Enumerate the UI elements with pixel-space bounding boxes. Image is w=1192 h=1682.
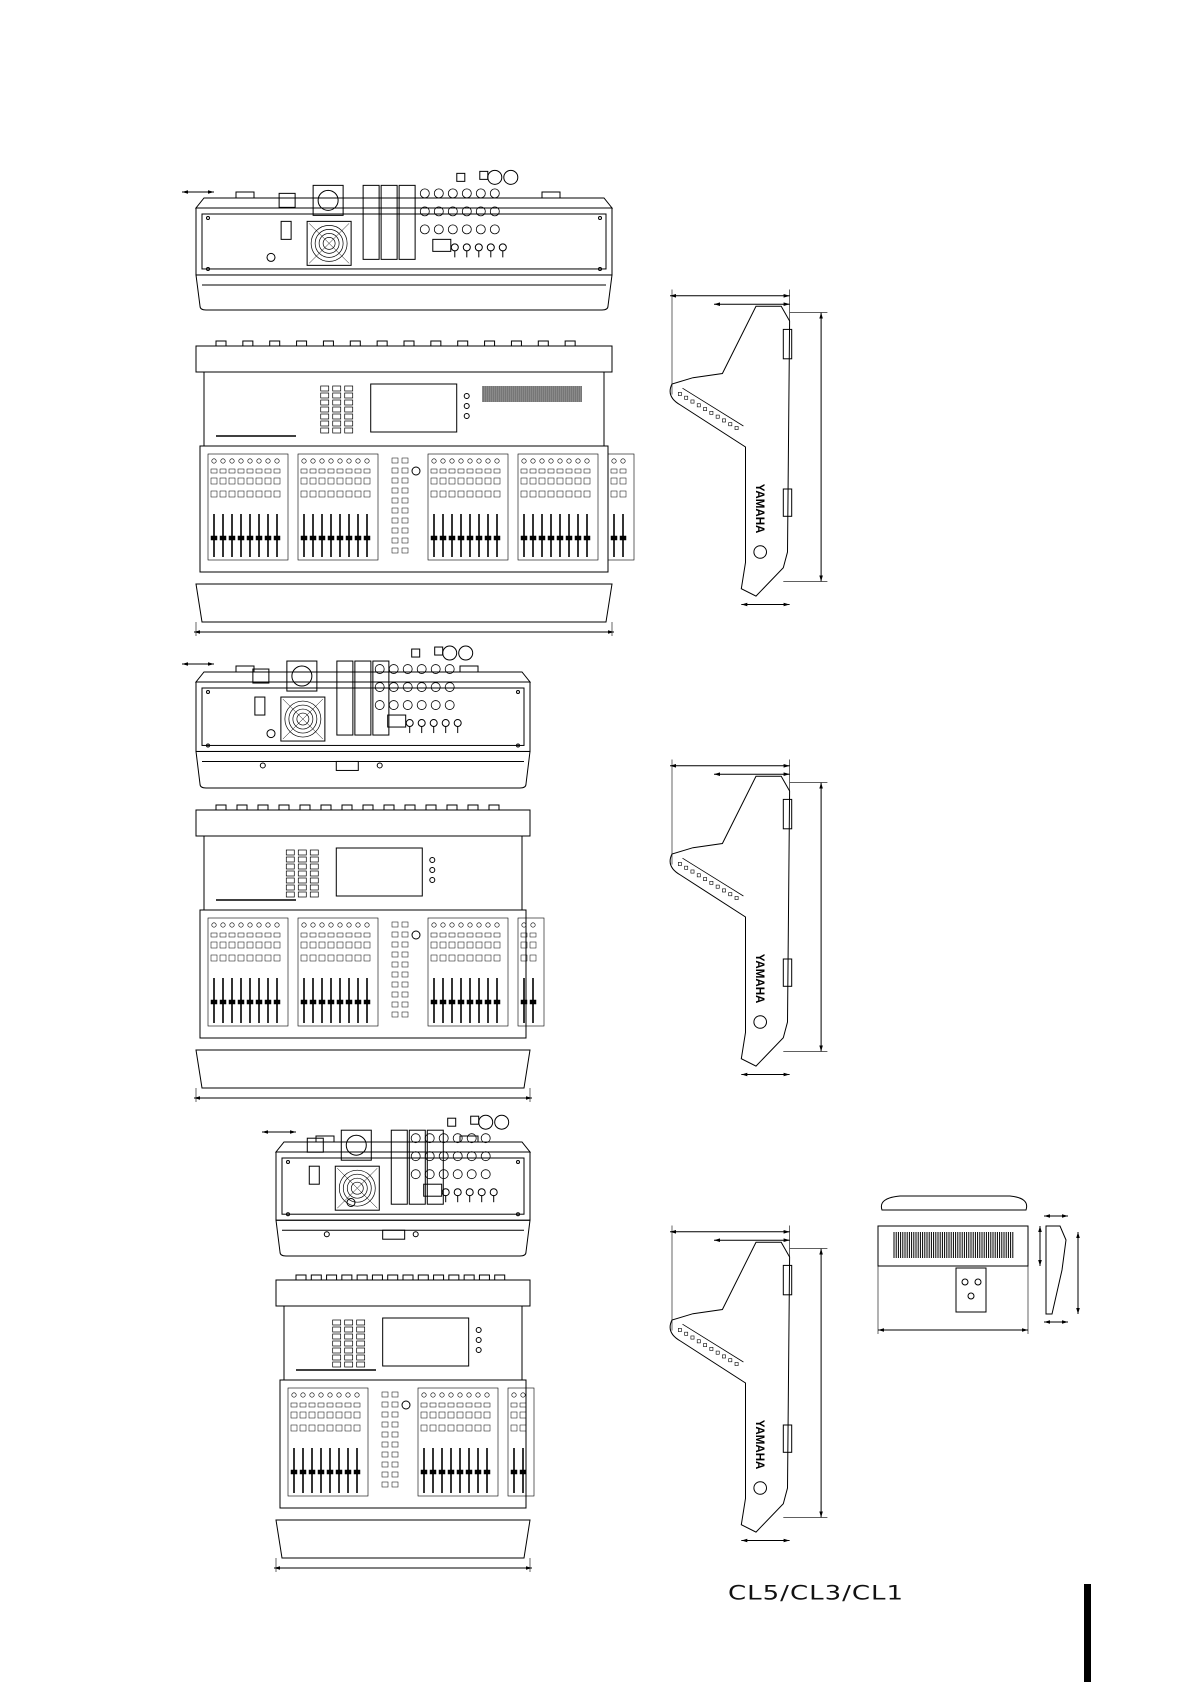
cl3-top-view [194,805,544,1102]
cl3-rear-view [196,646,530,788]
product-logo: CL5/CL3/CL1 [728,1582,904,1605]
channel-section [428,454,508,560]
channel-section [518,454,598,560]
centre-section [382,1392,410,1487]
channel-section [288,1388,368,1496]
cl5-rear-view [196,170,612,310]
centre-section [392,922,420,1017]
cl5-top-view [194,341,634,636]
channel-section [518,918,544,1026]
cl1-side-view: YAMAHA [670,1226,827,1541]
brand-mark: YAMAHA [753,1420,765,1470]
cl1-rear-view [276,1115,530,1256]
channel-section [298,918,378,1026]
brand-mark: YAMAHA [753,954,765,1004]
channel-section [298,454,378,560]
cl5-side-view: YAMAHA [670,290,827,605]
brand-mark: YAMAHA [753,484,765,534]
cl3-side-view: YAMAHA [670,760,827,1075]
centre-section [392,458,420,553]
channel-section [208,918,288,1026]
channel-section [428,918,508,1026]
cl1-top-view [274,1275,534,1572]
meter-bridge-view [878,1196,1078,1334]
channel-section [608,454,634,560]
channel-section [508,1388,534,1496]
channel-section [208,454,288,560]
page-edge-tab [1084,1584,1091,1682]
channel-section [418,1388,498,1496]
